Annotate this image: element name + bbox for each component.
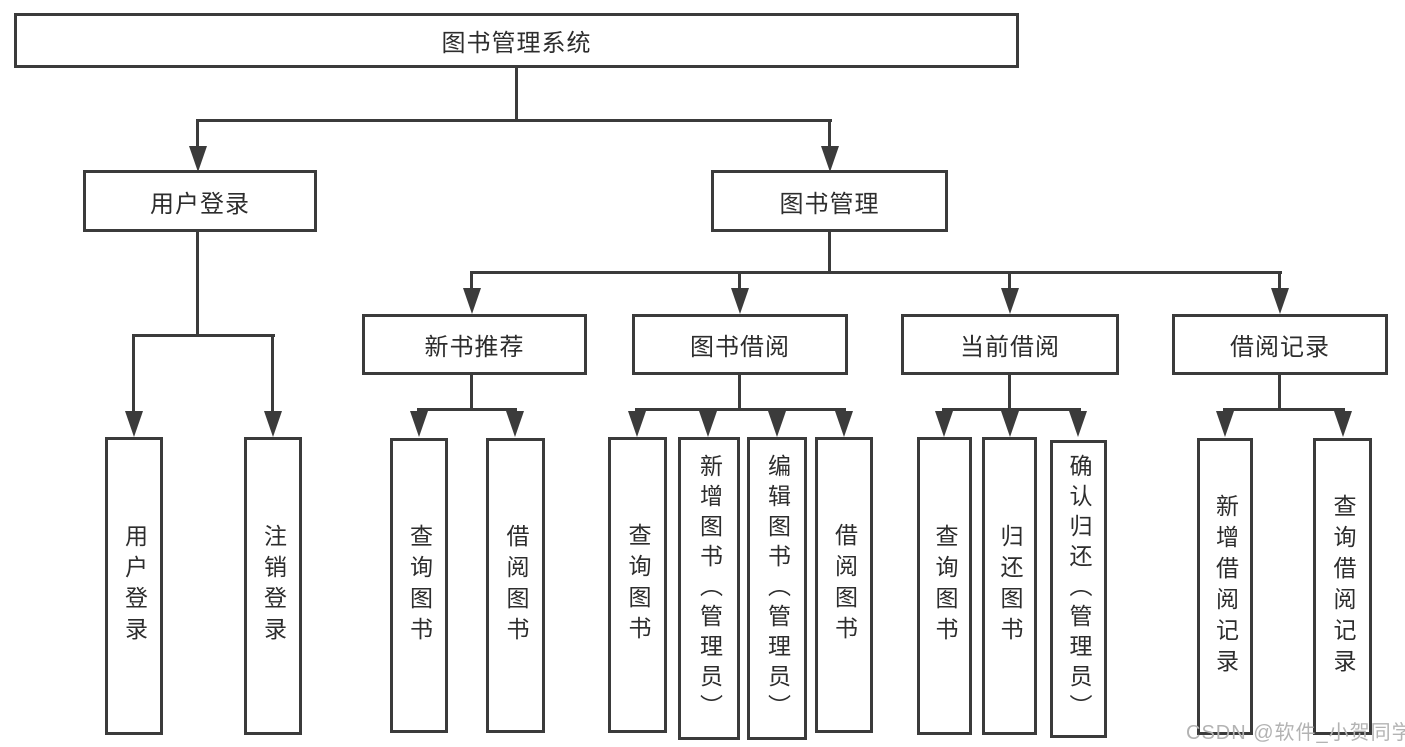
leaf-confirm-return-admin: 确认归还（管理员） xyxy=(1050,440,1107,738)
leaf-edit-book-admin: 编辑图书（管理员） xyxy=(747,437,807,740)
arrowhead-borrow-leaf-4 xyxy=(835,411,853,437)
node-book-management: 图书管理 xyxy=(711,170,948,232)
connector-root-drop-left xyxy=(196,119,199,149)
connector-root-drop-right xyxy=(828,119,831,149)
arrowhead-to-borrow-records xyxy=(1271,288,1289,314)
leaf-label: 用户登录 xyxy=(121,524,148,648)
connector-login-stem xyxy=(196,232,199,337)
connector-recommend-hbar xyxy=(417,408,517,411)
arrowhead-borrow-leaf-1 xyxy=(628,411,646,437)
arrowhead-to-user-login xyxy=(189,146,207,172)
connector-mgmt-drop-2 xyxy=(738,271,741,291)
connector-mgmt-hbar xyxy=(470,271,1282,274)
connector-recommend-stem xyxy=(470,375,473,411)
arrowhead-records-leaf-2 xyxy=(1334,411,1352,437)
leaf-query-borrow-record: 查询借阅记录 xyxy=(1313,438,1372,735)
connector-root-hbar xyxy=(196,119,832,122)
leaf-add-book-admin: 新增图书（管理员） xyxy=(678,437,740,740)
leaf-borrow-book-recommend: 借阅图书 xyxy=(486,438,545,733)
connector-root-stem xyxy=(515,68,518,120)
connector-login-hbar xyxy=(132,334,275,337)
arrowhead-borrow-leaf-3 xyxy=(768,411,786,437)
leaf-label: 借阅图书 xyxy=(831,523,858,647)
connector-login-drop-left xyxy=(132,334,135,412)
leaf-label: 确认归还（管理员） xyxy=(1066,454,1092,724)
arrowhead-to-leaf-logout xyxy=(264,411,282,437)
node-book-borrow: 图书借阅 xyxy=(632,314,848,375)
arrowhead-recommend-leaf-2 xyxy=(506,411,524,437)
arrowhead-to-new-book-recommend xyxy=(463,288,481,314)
arrowhead-to-leaf-user-login xyxy=(125,411,143,437)
leaf-query-book-current: 查询图书 xyxy=(917,437,972,735)
leaf-label: 查询图书 xyxy=(932,524,958,648)
node-new-book-recommend: 新书推荐 xyxy=(362,314,587,375)
leaf-label: 借阅图书 xyxy=(503,523,529,648)
node-current-borrow: 当前借阅 xyxy=(901,314,1119,375)
connector-records-hbar xyxy=(1223,408,1345,411)
arrowhead-to-book-management xyxy=(821,146,839,172)
connector-mgmt-drop-3 xyxy=(1008,271,1011,291)
leaf-return-book: 归还图书 xyxy=(982,437,1037,735)
connector-mgmt-drop-1 xyxy=(470,271,473,291)
leaf-user-login: 用户登录 xyxy=(105,437,163,735)
leaf-logout: 注销登录 xyxy=(244,437,302,735)
leaf-label: 新增借阅记录 xyxy=(1212,493,1239,680)
leaf-label: 归还图书 xyxy=(997,524,1023,648)
connector-records-stem xyxy=(1278,375,1281,411)
connector-mgmt-drop-4 xyxy=(1278,271,1281,291)
arrowhead-records-leaf-1 xyxy=(1216,411,1234,437)
leaf-label: 注销登录 xyxy=(260,524,287,648)
arrowhead-to-book-borrow xyxy=(731,288,749,314)
leaf-add-borrow-record: 新增借阅记录 xyxy=(1197,438,1253,735)
connector-login-drop-right xyxy=(271,334,274,412)
leaf-label: 编辑图书（管理员） xyxy=(764,453,791,724)
connector-current-stem xyxy=(1008,375,1011,411)
leaf-borrow-book: 借阅图书 xyxy=(815,437,873,733)
arrowhead-to-current-borrow xyxy=(1001,288,1019,314)
arrowhead-borrow-leaf-2 xyxy=(699,411,717,437)
node-root: 图书管理系统 xyxy=(14,13,1019,68)
node-user-login: 用户登录 xyxy=(83,170,317,232)
arrowhead-current-leaf-3 xyxy=(1069,411,1087,437)
leaf-label: 查询图书 xyxy=(406,523,433,648)
connector-borrow-stem xyxy=(738,375,741,411)
connector-current-hbar xyxy=(942,408,1081,411)
connector-borrow-hbar xyxy=(635,408,846,411)
node-borrow-records: 借阅记录 xyxy=(1172,314,1388,375)
leaf-label: 查询借阅记录 xyxy=(1330,493,1356,680)
leaf-label: 新增图书（管理员） xyxy=(696,453,723,724)
arrowhead-recommend-leaf-1 xyxy=(410,411,428,437)
csdn-watermark: CSDN @软件_小贺同学 xyxy=(1186,722,1405,744)
connector-mgmt-stem xyxy=(828,232,831,273)
arrowhead-current-leaf-2 xyxy=(1001,411,1019,437)
arrowhead-current-leaf-1 xyxy=(935,411,953,437)
leaf-query-book-borrow: 查询图书 xyxy=(608,437,667,733)
leaf-query-book-recommend: 查询图书 xyxy=(390,438,448,733)
leaf-label: 查询图书 xyxy=(625,523,651,647)
